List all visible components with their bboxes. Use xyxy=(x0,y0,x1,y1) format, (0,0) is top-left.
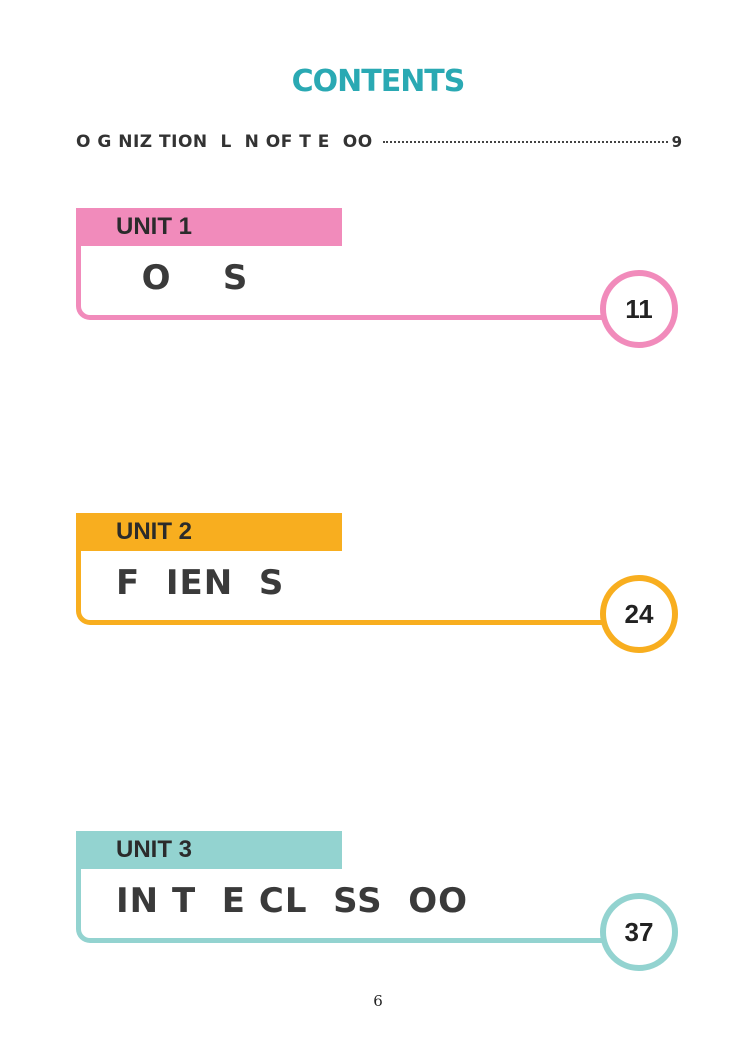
unit-2-label: UNIT 2 xyxy=(76,513,342,551)
unit-1-page-circle: 11 xyxy=(600,270,678,348)
toc-leader-dots xyxy=(382,141,668,143)
unit-3-frame xyxy=(76,869,616,943)
page-title: CONTENTS xyxy=(291,64,466,99)
unit-2-page-circle: 24 xyxy=(600,575,678,653)
page-number: 6 xyxy=(373,992,383,1010)
unit-2-block[interactable]: UNIT 2 F IEN S 24 xyxy=(76,513,682,655)
unit-3-block[interactable]: UNIT 3 IN T E CL SS OO 37 xyxy=(76,831,682,973)
unit-2-frame xyxy=(76,551,616,625)
unit-3-title: IN T E CL SS OO xyxy=(116,881,469,921)
unit-1-block[interactable]: UNIT 1 O S 11 xyxy=(76,208,682,350)
unit-1-frame xyxy=(76,246,616,320)
unit-1-label: UNIT 1 xyxy=(76,208,342,246)
unit-3-label: UNIT 3 xyxy=(76,831,342,869)
unit-3-page-circle: 37 xyxy=(600,893,678,971)
toc-entry-label: O G NIZ TION L N OF T E OO xyxy=(76,132,373,152)
toc-entry[interactable]: O G NIZ TION L N OF T E OO 9 xyxy=(76,132,682,156)
unit-1-title: O S xyxy=(116,258,249,298)
toc-entry-page: 9 xyxy=(671,133,682,151)
unit-2-title: F IEN S xyxy=(116,563,285,603)
